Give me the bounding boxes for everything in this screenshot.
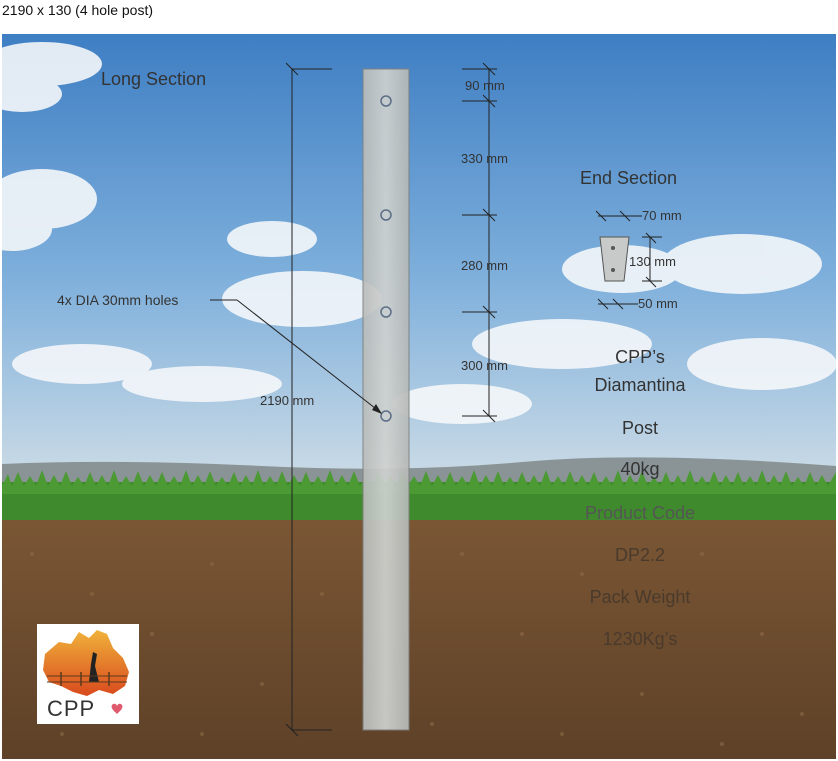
logo-text: CPP	[47, 696, 96, 721]
end-section-shape	[599, 236, 630, 282]
product-weight: 40kg	[620, 459, 660, 479]
scene-graphics	[2, 34, 836, 759]
post-hole-4	[380, 410, 392, 422]
holes-note: 4x DIA 30mm holes	[57, 292, 179, 308]
post-hole-2	[380, 209, 392, 221]
product-code-label: Product Code	[584, 503, 696, 523]
long-section-title: Long Section	[101, 69, 207, 89]
gap-2-label: 280 mm	[461, 258, 508, 273]
post	[362, 68, 410, 731]
holes-leader	[210, 299, 381, 413]
soil	[2, 520, 836, 759]
total-length-dimension	[285, 62, 332, 737]
product-name-line3: Post	[621, 418, 659, 438]
total-length-label: 2190 mm	[260, 393, 315, 408]
post-diagram: Long Section End Section 4x DIA 30mm hol…	[2, 34, 836, 759]
end-section-dimensions	[595, 210, 662, 310]
end-bottom-width-label: 50 mm	[638, 296, 678, 311]
post-hole-3	[380, 306, 392, 318]
top-offset-label: 90 mm	[465, 78, 505, 93]
clouds	[2, 42, 836, 424]
post-hole-1	[380, 95, 392, 107]
cpp-logo: CPP	[37, 624, 139, 724]
page-title: 2190 x 130 (4 hole post)	[2, 2, 153, 18]
gap-1-label: 330 mm	[461, 151, 508, 166]
gap-3-label: 300 mm	[461, 358, 508, 373]
product-name-line2: Diamantina	[594, 375, 686, 395]
pack-weight-value: 1230Kg’s	[602, 629, 678, 649]
grass-blades	[2, 470, 836, 494]
spacing-dimension	[462, 62, 497, 423]
holes-leader-arrow	[372, 404, 382, 414]
product-code: DP2.2	[614, 545, 666, 565]
australia-map-icon	[43, 630, 129, 714]
product-name-line1: CPP’s	[615, 347, 665, 367]
heart-icon	[111, 703, 123, 714]
soil-specks	[30, 552, 804, 746]
end-section-title: End Section	[580, 168, 678, 188]
end-top-width-label: 70 mm	[642, 208, 682, 223]
pack-weight-label: Pack Weight	[589, 587, 691, 607]
post-holes	[380, 95, 392, 422]
end-depth-label: 130 mm	[629, 254, 676, 269]
